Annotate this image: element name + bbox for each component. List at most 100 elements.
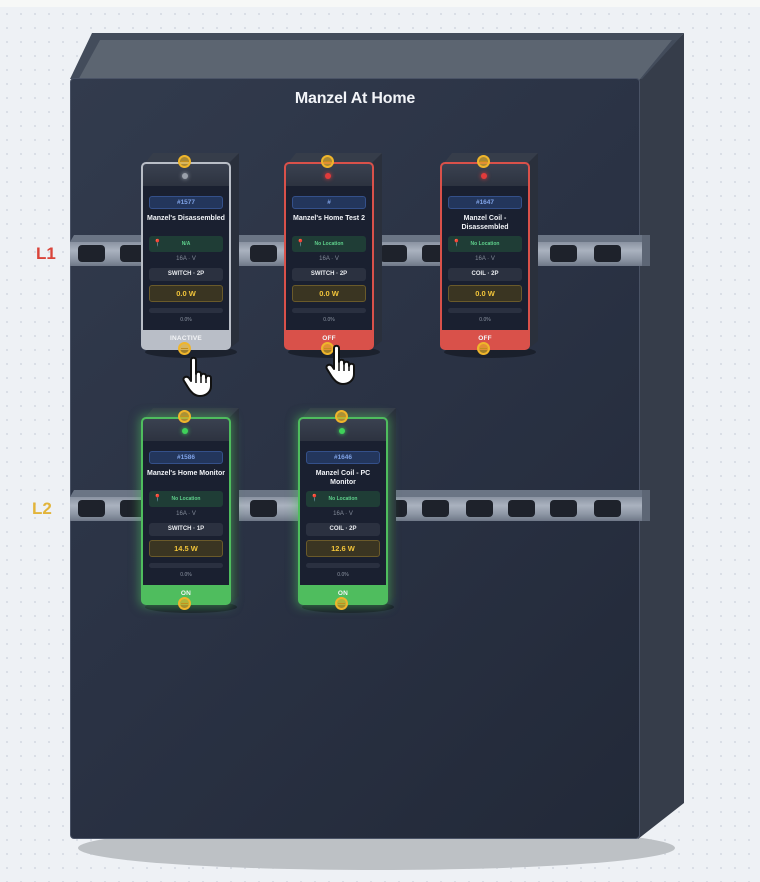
module-top-face <box>145 408 239 418</box>
connection-handle-bottom-icon[interactable] <box>178 342 191 355</box>
rail-slot <box>120 500 147 517</box>
top-bar <box>0 0 760 7</box>
module-location-text: No Location <box>171 496 201 502</box>
module-id-badge: #1646 <box>306 451 380 464</box>
module-state-toggle[interactable]: ON <box>143 585 229 603</box>
map-pin-icon: 📍 <box>296 240 305 247</box>
module-location: 📍 No Location <box>292 236 366 252</box>
module-location-text: No Location <box>328 496 358 502</box>
breaker-module[interactable]: #1577 Manzel's Disassembled 📍 N/A 16A · … <box>141 153 239 358</box>
module-body[interactable]: #1577 Manzel's Disassembled 📍 N/A 16A · … <box>141 162 231 350</box>
rail-slot <box>78 500 105 517</box>
module-type-badge: SWITCH · 1P <box>149 523 223 536</box>
hand-pointer-icon <box>182 356 212 397</box>
module-head <box>442 164 528 186</box>
rail-slot <box>594 245 621 262</box>
breaker-module[interactable]: #1646 Manzel Coil - PC Monitor 📍 No Loca… <box>298 408 396 613</box>
module-body[interactable]: #1647 Manzel Coil - Disassembled 📍 No Lo… <box>440 162 530 350</box>
module-top-face <box>444 153 538 163</box>
module-id-badge: #1647 <box>448 196 522 209</box>
breaker-module[interactable]: #1586 Manzel's Home Monitor 📍 No Locatio… <box>141 408 239 613</box>
module-power-readout: 0.0 W <box>149 285 223 302</box>
module-type-badge: SWITCH · 2P <box>292 268 366 281</box>
rail-slot <box>550 500 577 517</box>
rail-slot <box>250 245 277 262</box>
module-name: Manzel's Disassembled <box>147 215 225 222</box>
module-location: 📍 No Location <box>448 236 522 252</box>
line-label-l2: L2 <box>32 499 52 518</box>
module-body[interactable]: #1646 Manzel Coil - PC Monitor 📍 No Loca… <box>298 417 388 605</box>
module-rating: 16A · V <box>333 511 353 517</box>
module-content: #1646 Manzel Coil - PC Monitor 📍 No Loca… <box>300 441 386 587</box>
module-rating: 16A · V <box>475 256 495 262</box>
module-content: #1577 Manzel's Disassembled 📍 N/A 16A · … <box>143 186 229 332</box>
module-usage-percent: 0.0% <box>180 572 192 578</box>
module-type-badge: COIL · 2P <box>306 523 380 536</box>
module-id-badge: #1577 <box>149 196 223 209</box>
module-location: 📍 No Location <box>149 491 223 507</box>
status-led-icon <box>182 428 188 434</box>
module-side-face <box>229 153 239 349</box>
connection-handle-bottom-icon[interactable] <box>335 597 348 610</box>
module-usage-bar <box>448 308 522 313</box>
module-state-toggle[interactable]: OFF <box>286 330 372 348</box>
module-side-face <box>372 153 382 349</box>
breaker-module[interactable]: #1647 Manzel Coil - Disassembled 📍 No Lo… <box>440 153 538 358</box>
module-power-readout: 14.5 W <box>149 540 223 557</box>
module-usage-percent: 0.0% <box>337 572 349 578</box>
module-side-face <box>386 408 396 604</box>
rail-slot <box>594 500 621 517</box>
module-head <box>143 164 229 186</box>
connection-handle-top-icon[interactable] <box>178 410 191 423</box>
module-body[interactable]: #1586 Manzel's Home Monitor 📍 No Locatio… <box>141 417 231 605</box>
module-side-face <box>528 153 538 349</box>
module-head <box>286 164 372 186</box>
module-state-toggle[interactable]: INACTIVE <box>143 330 229 348</box>
module-content: # Manzel's Home Test 2 📍 No Location 16A… <box>286 186 372 332</box>
module-location-text: N/A <box>181 241 191 247</box>
module-head <box>143 419 229 441</box>
map-pin-icon: 📍 <box>452 240 461 247</box>
module-usage-bar <box>149 308 223 313</box>
breaker-module[interactable]: # Manzel's Home Test 2 📍 No Location 16A… <box>284 153 382 358</box>
rail-slot <box>508 500 535 517</box>
connection-handle-top-icon[interactable] <box>477 155 490 168</box>
module-name: Manzel Coil - PC Monitor <box>315 470 371 486</box>
module-usage-percent: 0.0% <box>479 317 491 323</box>
module-head <box>300 419 386 441</box>
module-location: 📍 N/A <box>149 236 223 252</box>
rail-slot <box>422 500 449 517</box>
module-usage-bar <box>306 563 380 568</box>
line-label-l1: L1 <box>36 244 56 263</box>
rail-slot <box>550 245 577 262</box>
module-id-badge: # <box>292 196 366 209</box>
status-led-icon <box>325 173 331 179</box>
module-state-toggle[interactable]: ON <box>300 585 386 603</box>
connection-handle-top-icon[interactable] <box>178 155 191 168</box>
module-location: 📍 No Location <box>306 491 380 507</box>
module-top-face <box>302 408 396 418</box>
status-led-icon <box>481 173 487 179</box>
cabinet-side-face <box>638 33 684 839</box>
rail-slot <box>78 245 105 262</box>
connection-handle-bottom-icon[interactable] <box>178 597 191 610</box>
cabinet-title: Manzel At Home <box>294 90 416 107</box>
module-state-toggle[interactable]: OFF <box>442 330 528 348</box>
module-rating: 16A · V <box>176 256 196 262</box>
connection-handle-bottom-icon[interactable] <box>477 342 490 355</box>
module-power-readout: 12.6 W <box>306 540 380 557</box>
module-power-readout: 0.0 W <box>448 285 522 302</box>
status-led-icon <box>182 173 188 179</box>
connection-handle-top-icon[interactable] <box>335 410 348 423</box>
module-location-text: No Location <box>314 241 344 247</box>
module-content: #1586 Manzel's Home Monitor 📍 No Locatio… <box>143 441 229 587</box>
connection-handle-top-icon[interactable] <box>321 155 334 168</box>
status-led-icon <box>339 428 345 434</box>
module-top-face <box>288 153 382 163</box>
module-name: Manzel's Home Monitor <box>147 470 225 477</box>
module-usage-percent: 0.0% <box>323 317 335 323</box>
module-id-badge: #1586 <box>149 451 223 464</box>
module-power-readout: 0.0 W <box>292 285 366 302</box>
module-body[interactable]: # Manzel's Home Test 2 📍 No Location 16A… <box>284 162 374 350</box>
map-pin-icon: 📍 <box>310 495 319 502</box>
